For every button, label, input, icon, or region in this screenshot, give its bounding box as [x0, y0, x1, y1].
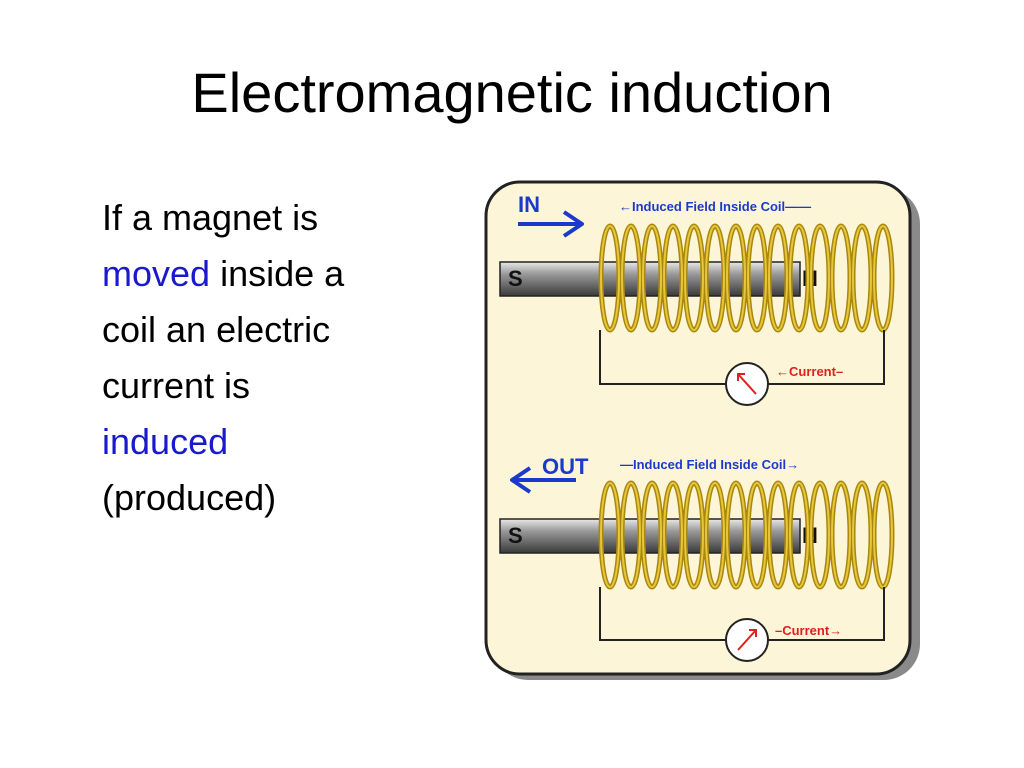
magnet-out — [499, 518, 801, 554]
body-text: If a magnet is moved inside a coil an el… — [102, 190, 432, 526]
wire-right-in — [768, 330, 885, 385]
magnet-in — [499, 261, 801, 297]
arrow-in-icon — [518, 210, 584, 238]
magnet-south-label-in: S — [508, 266, 523, 291]
body-line-3: coil an electric — [102, 309, 331, 350]
ammeter-in-icon — [725, 362, 769, 406]
current-label-out: –Current→ — [775, 623, 842, 638]
highlight-induced: induced — [102, 421, 229, 462]
body-line-4: current is — [102, 365, 251, 406]
direction-label-in: IN — [518, 192, 540, 217]
body-line-2: moved inside a — [102, 246, 432, 302]
body-line-2-rest: inside a — [210, 253, 345, 294]
field-label-out: —Induced Field Inside Coil→ — [620, 457, 799, 472]
direction-label-out: OUT — [542, 454, 589, 479]
induction-diagram: IN ←Induced Field Inside Coil—— S N — [484, 180, 924, 685]
body-line-6: (produced) — [102, 477, 277, 518]
wire-right-out — [768, 587, 885, 641]
field-label-in: ←Induced Field Inside Coil—— — [619, 199, 811, 214]
magnet-south-label-out: S — [508, 523, 523, 548]
diagram-panel — [484, 180, 912, 676]
body-line-1: If a magnet is — [102, 197, 319, 238]
wire-left-out — [599, 587, 726, 641]
ammeter-out-icon — [725, 618, 769, 662]
panel-out: OUT —Induced Field Inside Coil→ S N — [499, 454, 895, 662]
arrow-out-icon — [510, 466, 576, 494]
panel-in: IN ←Induced Field Inside Coil—— S N — [499, 192, 895, 406]
slide-title: Electromagnetic induction — [191, 61, 833, 124]
wire-left-in — [599, 330, 726, 385]
current-label-in: ←Current– — [776, 364, 843, 379]
highlight-moved: moved — [102, 253, 211, 294]
